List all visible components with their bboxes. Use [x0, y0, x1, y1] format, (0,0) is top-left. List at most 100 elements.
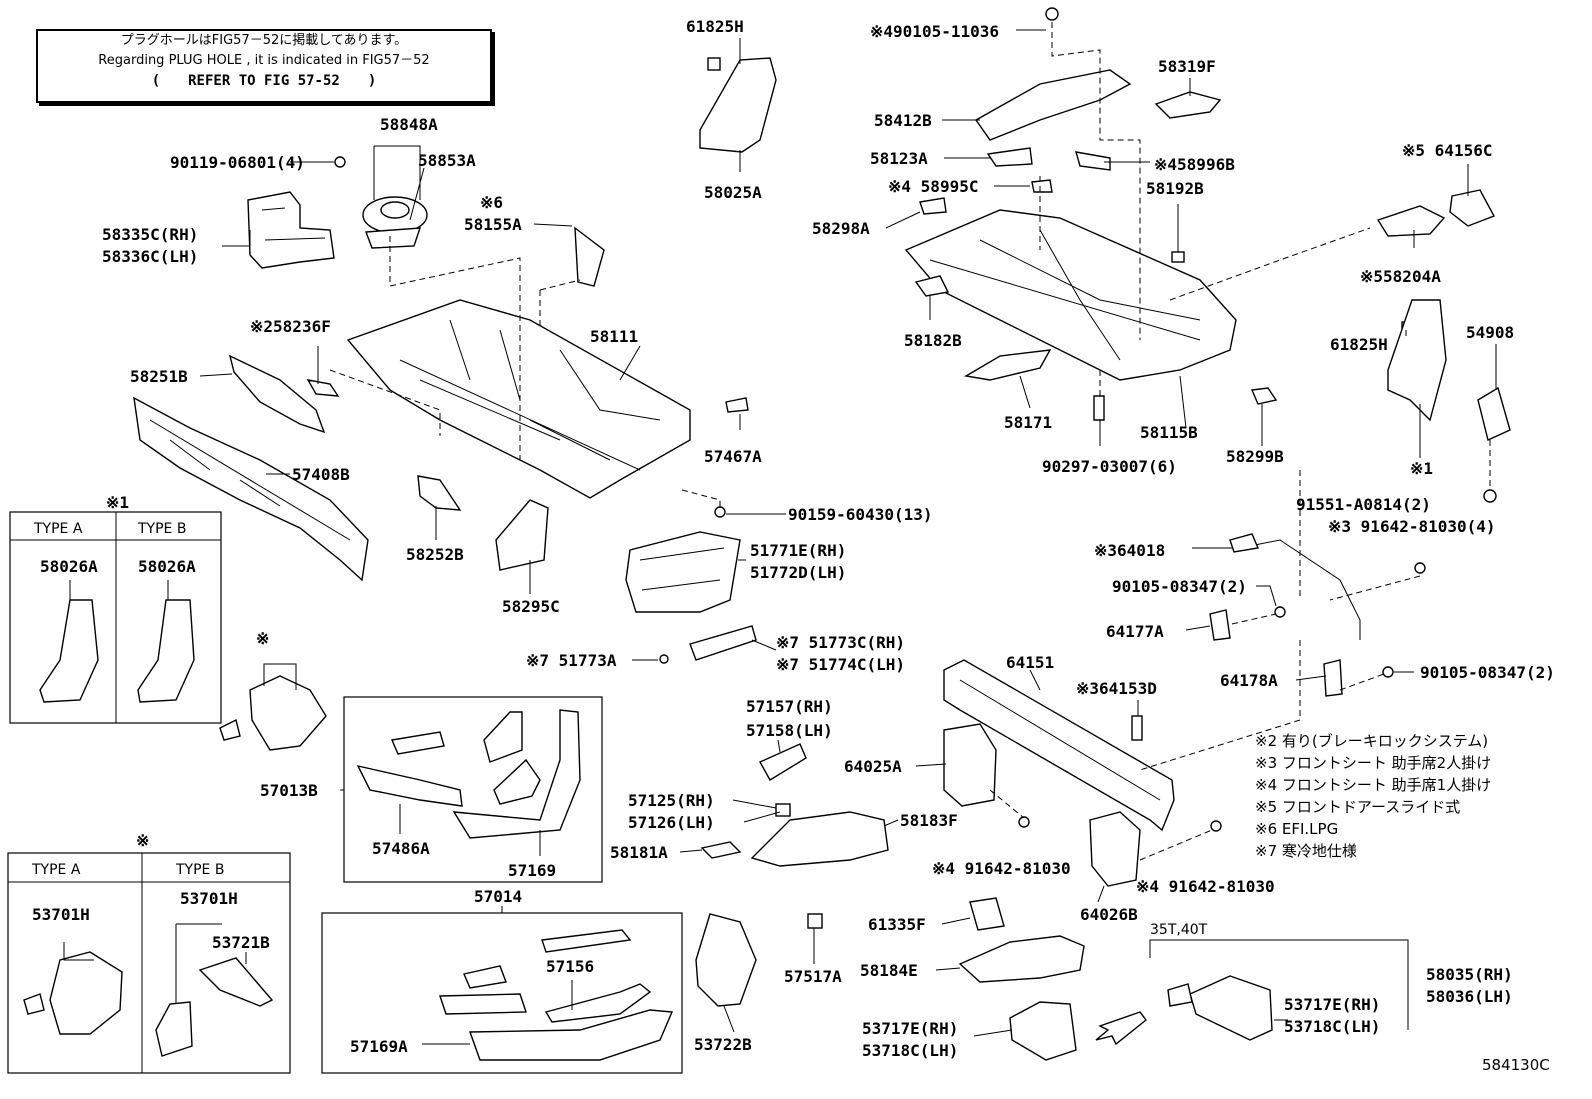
- part-58335c[interactable]: [247, 191, 335, 269]
- label-57156: 57156: [546, 957, 594, 976]
- part-58181a[interactable]: [700, 841, 742, 859]
- legend-note-4: ※4 フロントシート 助手席1人掛け: [1255, 776, 1492, 794]
- part-57169a[interactable]: [469, 1009, 674, 1061]
- part-58171[interactable]: [963, 349, 1052, 381]
- part-64153d[interactable]: [1131, 715, 1143, 741]
- bolt-91642-a[interactable]: [1018, 816, 1030, 828]
- part-58236f[interactable]: [306, 379, 340, 397]
- bolt-90105-a[interactable]: [1274, 606, 1286, 618]
- part-58299b[interactable]: [1250, 387, 1278, 405]
- part-58252b[interactable]: [417, 475, 462, 511]
- part-58298a[interactable]: [919, 197, 947, 215]
- part-58995c[interactable]: [1031, 179, 1053, 193]
- bolt-90297[interactable]: [1093, 395, 1105, 421]
- part-57014-rail[interactable]: [439, 993, 527, 1015]
- part-64156c[interactable]: [1449, 189, 1495, 227]
- label-58183f: 58183F: [900, 811, 958, 830]
- bolt-90105-11036[interactable]: [1045, 7, 1059, 21]
- part-57125[interactable]: [775, 803, 791, 817]
- part-57408b[interactable]: [133, 396, 369, 582]
- guide-lines: [329, 22, 1491, 861]
- part-58035[interactable]: [1189, 975, 1273, 1041]
- label-57126: 57126(LH): [628, 813, 715, 832]
- part-58184e[interactable]: [958, 935, 1085, 983]
- label-58299b: 58299B: [1226, 447, 1284, 466]
- bolt-90159[interactable]: [714, 506, 726, 518]
- part-58251b[interactable]: [228, 354, 326, 434]
- bolt-91642-4[interactable]: [1414, 562, 1426, 574]
- part-58192b[interactable]: [1171, 251, 1185, 263]
- part-51773c[interactable]: [689, 625, 757, 661]
- label-51773a: ※7 51773A: [526, 651, 617, 670]
- part-58183f[interactable]: [750, 811, 889, 867]
- part-57156-upper[interactable]: [541, 929, 632, 953]
- footnote-legend: ※2 有り(ブレーキロックシステム) ※3 フロントシート 助手席2人掛け ※4…: [1255, 730, 1491, 862]
- part-61335f[interactable]: [969, 897, 1005, 931]
- bolt-90119[interactable]: [334, 156, 346, 168]
- part-51771e[interactable]: [625, 531, 741, 613]
- label-58171: 58171: [1004, 413, 1052, 432]
- part-58035-clip[interactable]: [1167, 983, 1193, 1007]
- label-64156c: ※5 64156C: [1402, 141, 1492, 160]
- bolt-51773a[interactable]: [659, 654, 669, 664]
- part-54908[interactable]: [1477, 386, 1511, 441]
- part-57517a[interactable]: [807, 913, 823, 929]
- bracket-58035: [1149, 939, 1409, 1030]
- part-58182b[interactable]: [914, 275, 950, 297]
- part-57014-clip[interactable]: [463, 965, 507, 989]
- part-61825h-top[interactable]: [707, 57, 721, 71]
- part-53701h-type-b[interactable]: [155, 1001, 193, 1057]
- part-64178a[interactable]: [1323, 659, 1343, 697]
- part-53717e-lower[interactable]: [1009, 1001, 1077, 1061]
- part-57486a[interactable]: [356, 764, 463, 807]
- part-58111-floor-pan[interactable]: [346, 299, 691, 499]
- part-58996b[interactable]: [1075, 151, 1111, 171]
- label-90105-a: 90105-08347(2): [1112, 577, 1247, 596]
- label-90105-b: 90105-08347(2): [1420, 663, 1555, 682]
- part-64151[interactable]: [943, 659, 1175, 832]
- part-57486a-bracket[interactable]: [391, 731, 445, 755]
- part-64018[interactable]: [1229, 533, 1259, 553]
- bolt-91551[interactable]: [1483, 489, 1497, 503]
- part-57169-upper[interactable]: [483, 711, 523, 763]
- part-53721b[interactable]: [198, 957, 274, 1007]
- part-53722b[interactable]: [695, 913, 757, 1007]
- note-refer-fig: ( REFER TO FIG 57-52 ): [151, 73, 377, 89]
- part-58155a[interactable]: [574, 226, 605, 287]
- part-58026a-type-a[interactable]: [39, 599, 99, 703]
- part-57013b-clip[interactable]: [219, 718, 241, 741]
- cable-64018[interactable]: [1239, 539, 1361, 640]
- part-53701h-type-a-clip[interactable]: [23, 993, 45, 1015]
- label-58251b: 58251B: [130, 367, 188, 386]
- part-57169[interactable]: [452, 709, 581, 839]
- part-64177a[interactable]: [1209, 609, 1231, 641]
- part-58123a[interactable]: [986, 147, 1033, 167]
- part-58295c[interactable]: [495, 499, 549, 571]
- label-490105: ※490105-11036: [870, 22, 999, 41]
- part-58025a[interactable]: [699, 57, 777, 153]
- part-58853a[interactable]: [365, 227, 421, 249]
- part-64026b[interactable]: [1089, 811, 1141, 887]
- label-57013b: 57013B: [260, 781, 318, 800]
- part-53701h-type-a[interactable]: [49, 951, 123, 1035]
- label-58035: 58035(RH): [1426, 965, 1513, 984]
- label-57169: 57169: [508, 861, 556, 880]
- part-58026a-type-b[interactable]: [137, 599, 195, 703]
- label-61335f: 61335F: [868, 915, 926, 934]
- part-58204a[interactable]: [1376, 205, 1446, 237]
- label-type-a-2: TYPE A: [31, 862, 81, 878]
- label-53722b: 53722B: [694, 1035, 752, 1054]
- part-58115b-floor[interactable]: [904, 209, 1237, 381]
- part-57013b[interactable]: [249, 675, 327, 751]
- part-58412b[interactable]: [974, 69, 1132, 141]
- bolt-90105-b[interactable]: [1382, 666, 1394, 678]
- part-57169-mid[interactable]: [493, 758, 541, 805]
- part-57157[interactable]: [759, 743, 807, 781]
- part-57156[interactable]: [544, 983, 652, 1023]
- part-57467a[interactable]: [725, 397, 749, 413]
- bolt-91642-b[interactable]: [1210, 820, 1222, 832]
- part-58319f[interactable]: [1154, 91, 1222, 119]
- part-right-pillar[interactable]: [1387, 299, 1447, 422]
- part-64025a[interactable]: [943, 723, 997, 807]
- label-58123a: 58123A: [870, 149, 928, 168]
